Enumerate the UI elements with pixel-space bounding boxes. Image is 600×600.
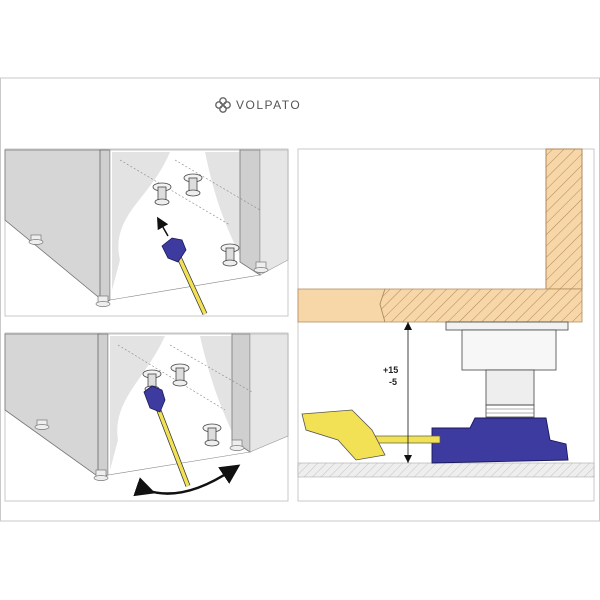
leveling-foot-section bbox=[445, 321, 569, 418]
cabinet-right-panel bbox=[259, 149, 289, 276]
adjustment-key bbox=[161, 237, 208, 316]
adjustment-key bbox=[301, 409, 441, 461]
cabinet-right-side bbox=[231, 333, 251, 453]
rotate-arrow bbox=[133, 464, 241, 497]
panel-right: +15 -5 bbox=[297, 148, 595, 502]
cabinet-shadow-right bbox=[200, 336, 232, 432]
key-handle bbox=[301, 409, 386, 461]
cabinet-right-side bbox=[239, 149, 261, 276]
key-head bbox=[161, 237, 187, 263]
panel-bottom-left bbox=[4, 332, 289, 502]
floor bbox=[297, 462, 595, 478]
cabinet-shadow-right bbox=[205, 152, 240, 255]
brand-name: VOLPATO bbox=[236, 98, 302, 112]
bottom-board-section bbox=[379, 288, 583, 323]
side-board-section bbox=[545, 148, 583, 290]
cabinet-shadow bbox=[112, 152, 170, 290]
height-dimension bbox=[404, 322, 412, 463]
panel-top-left bbox=[4, 148, 289, 317]
key-head bbox=[143, 385, 166, 413]
cabinet-left-front bbox=[99, 149, 111, 306]
adjust-minus-label: -5 bbox=[389, 377, 397, 387]
leveling-foot bbox=[142, 363, 222, 447]
cabinet-shadow bbox=[110, 336, 165, 470]
foot-outside bbox=[34, 419, 245, 481]
dashed-guide bbox=[117, 344, 253, 411]
flower-knot-icon bbox=[215, 97, 231, 113]
foot-base bbox=[431, 417, 569, 464]
cabinet-right-panel bbox=[249, 333, 289, 453]
bottom-board bbox=[297, 288, 386, 323]
adjust-plus-label: +15 bbox=[383, 365, 398, 375]
dashed-guide bbox=[119, 159, 261, 226]
insert-arrow bbox=[157, 216, 169, 237]
foot-outside bbox=[28, 234, 269, 307]
cabinet-left-front bbox=[97, 333, 109, 479]
brand-logo: VOLPATO bbox=[214, 94, 301, 116]
leveling-foot bbox=[152, 173, 240, 267]
